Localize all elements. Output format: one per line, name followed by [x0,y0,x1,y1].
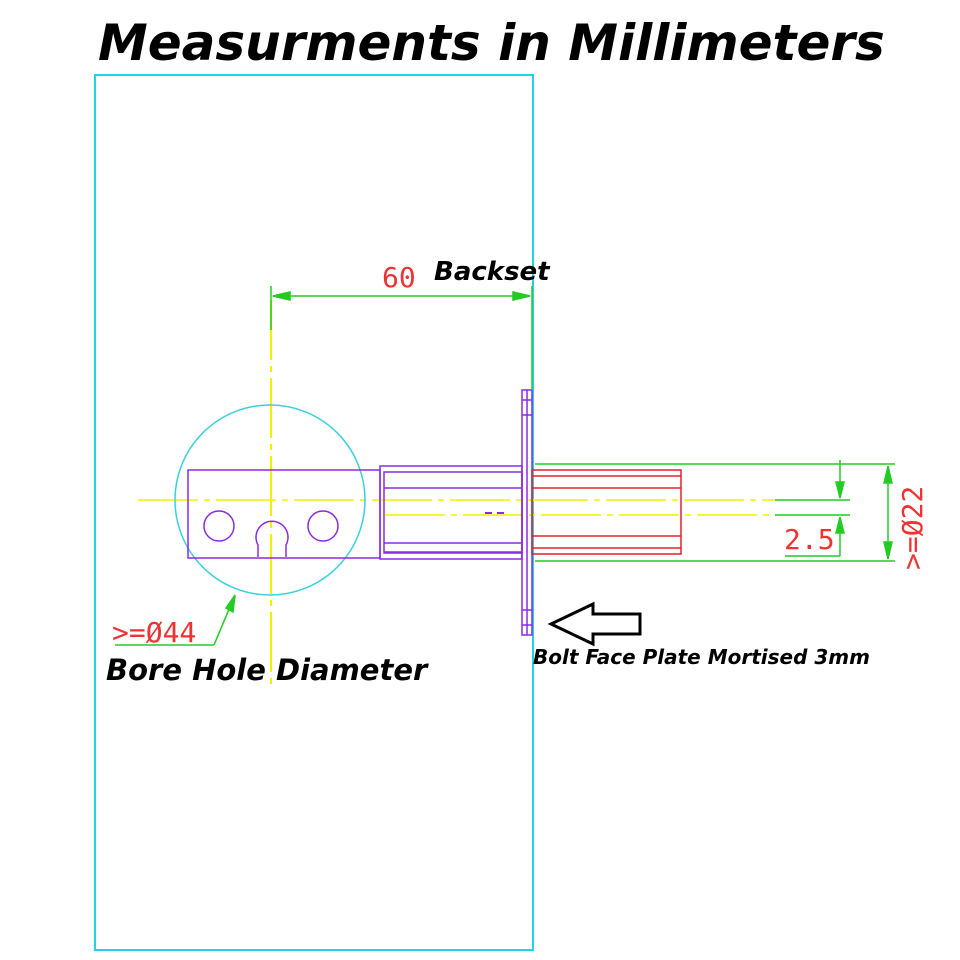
mounting-hole-right [307,510,339,542]
latch-diameter-dimension [535,463,895,562]
spindle-hole [255,520,289,557]
offset-dimension [775,460,850,557]
face-plate [521,389,533,636]
bore-hole-label: Bore Hole Diameter [106,653,429,687]
backset-dimension [270,286,533,390]
latch-bolt [531,469,682,555]
backset-label: Backset [434,257,551,287]
offset-value: 2.5 [784,523,835,556]
bore-hole-circle [174,404,366,596]
backset-value: 60 [382,261,416,294]
bore-leader [115,594,236,646]
faceplate-arrow-icon [547,601,642,647]
diagram-title: Measurments in Millimeters [98,14,885,72]
door-outline [94,74,534,951]
mounting-hole-left [203,510,235,542]
latch-chassis [187,469,381,559]
bore-diameter-value: >=Ø44 [112,616,196,649]
latch-diameter-value: >=Ø22 [896,486,929,570]
faceplate-label: Bolt Face Plate Mortised 3mm [533,645,870,669]
